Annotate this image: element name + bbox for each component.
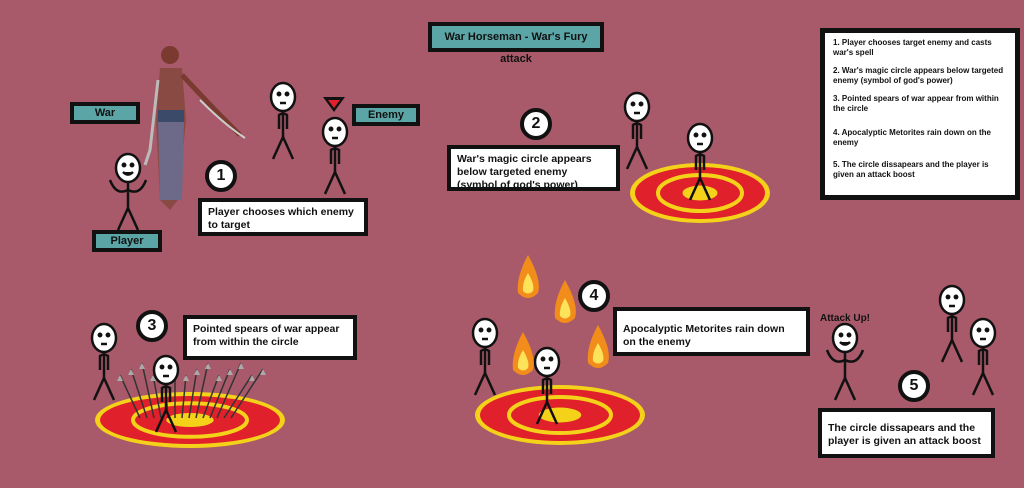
- stick-figure: [321, 116, 349, 195]
- stick-figure: [471, 317, 499, 396]
- spear: [209, 368, 233, 419]
- player-label: Player: [92, 230, 162, 252]
- step-2-caption: War's magic circle appears below targete…: [447, 145, 620, 191]
- magic-circle: [475, 385, 645, 445]
- stick-figure: [108, 152, 148, 231]
- summary-item: 4. Apocalyptic Metorites rain down on th…: [833, 128, 991, 147]
- step-3-badge: 3: [136, 310, 168, 342]
- magic-circle: [95, 392, 285, 448]
- meteorite-fireball: [554, 280, 576, 323]
- summary-item: 2. War's magic circle appears below targ…: [833, 66, 1004, 85]
- step-4-badge: 4: [578, 280, 610, 312]
- stick-figure: [969, 317, 997, 396]
- war-character-image: [143, 46, 246, 210]
- spear: [230, 368, 266, 419]
- spear: [117, 374, 141, 419]
- attack-up-text: Attack Up!: [820, 313, 871, 324]
- spear: [139, 362, 155, 419]
- title-label: War Horseman - War's Fury attack: [428, 22, 604, 65]
- summary-item: 5. The circle dissapears and the player …: [833, 160, 989, 179]
- step-5-badge: 5: [898, 370, 930, 402]
- enemy-label: Enemy: [352, 104, 420, 126]
- spear: [128, 368, 148, 419]
- step-2-badge: 2: [520, 108, 552, 140]
- war-label: War: [70, 102, 140, 124]
- spear: [195, 362, 211, 419]
- spear: [188, 368, 200, 419]
- step-5-caption: The circle dissapears and the player is …: [818, 408, 995, 458]
- stick-figure: [269, 81, 297, 160]
- stick-figure: [686, 122, 714, 201]
- stick-figure: [533, 346, 561, 425]
- summary-item: 3. Pointed spears of war appear from wit…: [833, 94, 999, 113]
- step-1-badge: 1: [205, 160, 237, 192]
- meteorite-fireball: [512, 332, 534, 375]
- stick-figure: [90, 322, 118, 401]
- step-3-caption: Pointed spears of war appear from within…: [183, 315, 357, 360]
- step-1-caption: Player chooses which enemy to target: [198, 198, 368, 236]
- stick-figure: [938, 284, 966, 363]
- spear: [202, 374, 222, 419]
- summary-item: 1. Player chooses target enemy and casts…: [833, 38, 992, 57]
- spear: [223, 374, 255, 419]
- spear: [216, 362, 244, 419]
- stick-figure: [623, 91, 651, 170]
- spear: [181, 374, 189, 419]
- step-4-caption: Apocalyptic Metorites rain down on the e…: [613, 307, 810, 356]
- stick-figure: [825, 322, 865, 401]
- meteorite-fireball: [517, 255, 539, 298]
- meteorite-fireball: [587, 325, 609, 368]
- steps-summary-box: 1. Player chooses target enemy and casts…: [820, 28, 1020, 200]
- spear: [150, 374, 162, 419]
- stick-figure: [152, 354, 180, 433]
